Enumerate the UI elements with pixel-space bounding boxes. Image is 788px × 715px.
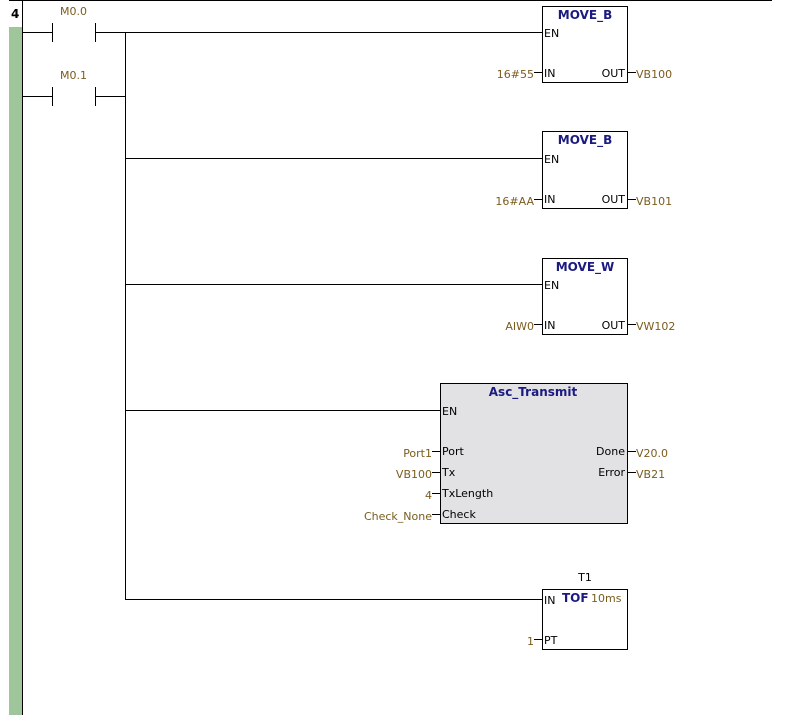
contact-m0-1-label[interactable]: M0.1 [60, 69, 87, 82]
asc-transmit-block[interactable]: Asc_Transmit EN Port Tx TxLength Check D… [440, 383, 628, 524]
move-b-block-2-box[interactable] [542, 131, 628, 209]
pin-port: Port [442, 445, 464, 458]
pin-en: EN [442, 405, 457, 418]
block-title: Asc_Transmit [489, 385, 578, 400]
pin-tx: Tx [441, 466, 456, 479]
network-number[interactable]: 4 [11, 7, 19, 21]
block-title: MOVE_B [558, 8, 612, 23]
pin-en: EN [544, 279, 559, 292]
timer-type: TOF [562, 591, 589, 605]
timer-name[interactable]: T1 [577, 571, 592, 584]
asc-tx-value[interactable]: VB100 [396, 468, 432, 481]
pin-pt: PT [544, 634, 558, 647]
move-b-1-in-value[interactable]: 16#55 [497, 68, 534, 81]
pin-en: EN [544, 27, 559, 40]
contact-m0-0-label[interactable]: M0.0 [60, 5, 87, 18]
move-w-block-box[interactable] [542, 258, 628, 335]
asc-txlength-value[interactable]: 4 [425, 489, 432, 502]
move-w-out-value[interactable]: VW102 [636, 320, 675, 333]
asc-transmit-block-box[interactable] [440, 383, 628, 524]
asc-done-value[interactable]: V20.0 [636, 447, 668, 460]
tof-timer-block-box[interactable] [542, 589, 628, 650]
pin-out: OUT [602, 193, 626, 206]
move-b-2-in-value[interactable]: 16#AA [495, 195, 534, 208]
move-b-block-1[interactable]: MOVE_B EN IN OUT [542, 6, 628, 83]
block-title: MOVE_W [556, 260, 615, 275]
move-b-2-out-value[interactable]: VB101 [636, 195, 672, 208]
pin-in: IN [544, 67, 555, 80]
pin-error: Error [598, 466, 625, 479]
asc-check-value[interactable]: Check_None [364, 510, 432, 523]
move-b-block-2[interactable]: MOVE_B EN IN OUT [542, 131, 628, 209]
network-gutter [0, 0, 9, 715]
block-title: MOVE_B [558, 133, 612, 148]
move-b-block-1-box[interactable] [542, 6, 628, 83]
pin-in: IN [544, 594, 555, 607]
pin-out: OUT [602, 319, 626, 332]
timer-pt-value[interactable]: 1 [527, 635, 534, 648]
pin-done: Done [596, 445, 625, 458]
move-b-1-out-value[interactable]: VB100 [636, 68, 672, 81]
asc-port-value[interactable]: Port1 [403, 447, 432, 460]
pin-in: IN [544, 193, 555, 206]
move-w-in-value[interactable]: AIW0 [505, 320, 534, 333]
left-power-rail-strip [9, 1, 23, 715]
pin-check: Check [442, 508, 476, 521]
timer-base: 10ms [591, 592, 622, 605]
network-number-cell [9, 1, 23, 27]
pin-txlength: TxLength [441, 487, 493, 500]
pin-in: IN [544, 319, 555, 332]
move-w-block[interactable]: MOVE_W EN IN OUT [542, 258, 628, 335]
pin-en: EN [544, 153, 559, 166]
pin-out: OUT [602, 67, 626, 80]
asc-error-value[interactable]: VB21 [636, 468, 665, 481]
tof-timer-block[interactable]: IN TOF 10ms PT [542, 589, 628, 650]
